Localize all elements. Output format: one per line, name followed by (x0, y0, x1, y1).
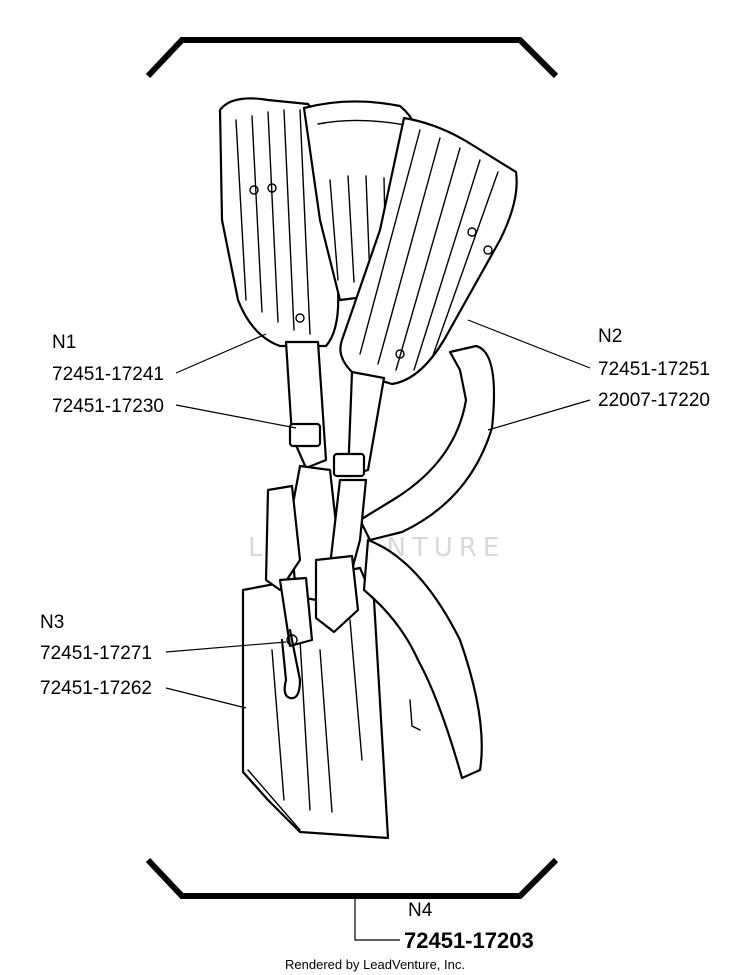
waist-pad (358, 344, 496, 780)
label-group-n2: N2 72451-17251 22007-17220 (598, 326, 710, 411)
group-label-n3: N3 (40, 612, 64, 633)
group-label-n1: N1 (52, 332, 76, 353)
part-number-72451-17251: 72451-17251 (598, 359, 710, 380)
part-number-72451-17230: 72451-17230 (52, 396, 164, 417)
part-number-72451-17271: 72451-17271 (40, 643, 152, 664)
top-bracket (145, 37, 559, 79)
bottom-bracket (145, 857, 559, 899)
straps (264, 340, 386, 648)
leader-lines (165, 319, 591, 941)
label-group-n4: N4 72451-17203 (404, 900, 534, 953)
part-number-72451-17203: 72451-17203 (404, 928, 534, 953)
harness-illustration (218, 97, 518, 840)
right-shoulder-pad (339, 116, 518, 386)
hip-pad (241, 566, 390, 840)
part-number-72451-17241: 72451-17241 (52, 364, 164, 385)
group-label-n2: N2 (598, 326, 622, 347)
label-group-n3: N3 72451-17271 72451-17262 (40, 612, 152, 699)
carabiner-hook (280, 628, 302, 700)
part-number-72451-17262: 72451-17262 (40, 678, 152, 699)
part-number-22007-17220: 22007-17220 (598, 390, 710, 411)
rendered-by-footer: Rendered by LeadVenture, Inc. (285, 957, 465, 972)
group-label-n4: N4 (408, 900, 433, 921)
label-group-n1: N1 72451-17241 72451-17230 (52, 332, 164, 417)
